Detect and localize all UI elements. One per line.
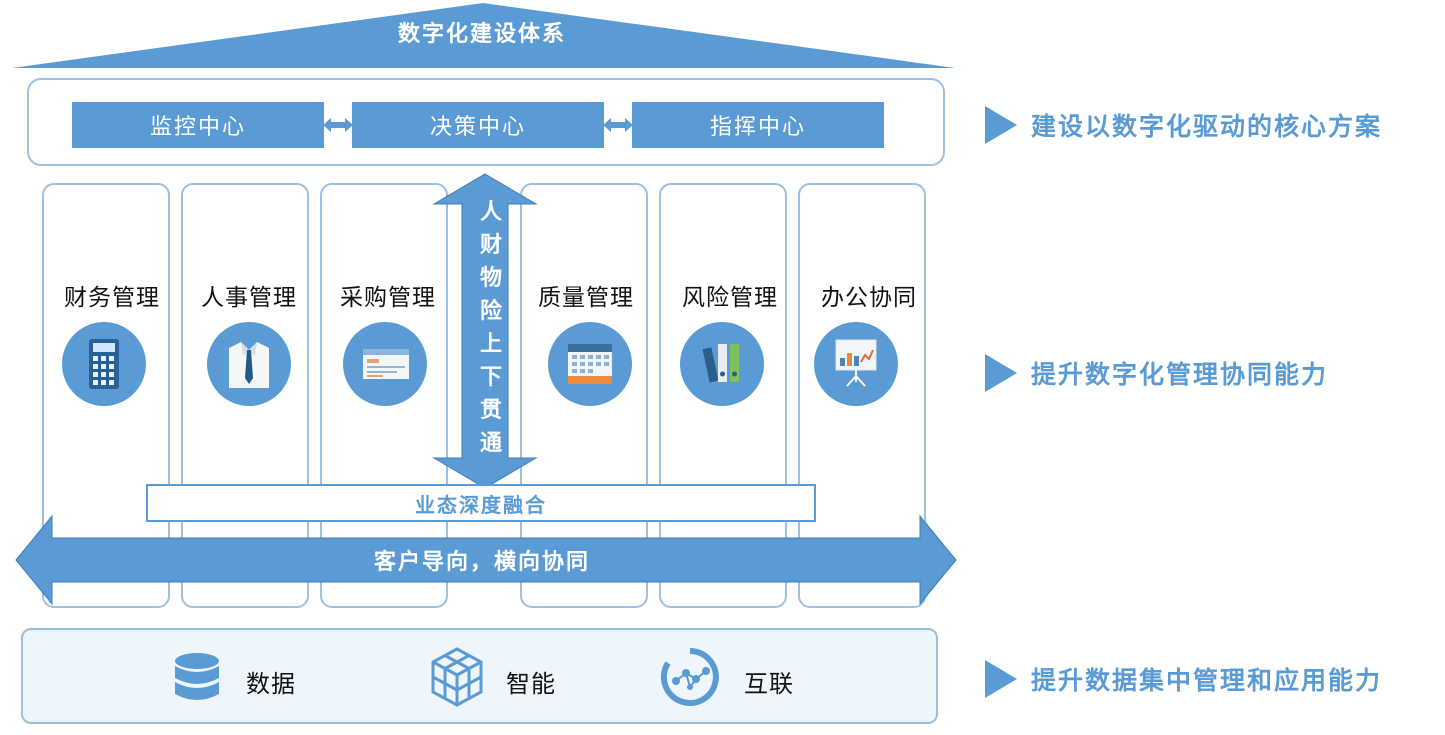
triangle-bullet-icon (985, 106, 1017, 144)
module-label-quality: 质量管理 (538, 285, 634, 311)
horizontal-arrow-label: 客户导向，横向协同 (373, 549, 590, 575)
vertical-arrow-char: 下 (479, 364, 502, 390)
triangle-bullet-icon (985, 660, 1017, 698)
database-icon (175, 653, 219, 700)
binders-icon (680, 322, 764, 406)
vertical-arrow-char: 物 (479, 265, 502, 291)
base-label-intelligence: 智能 (506, 670, 556, 698)
vertical-arrow-char: 上 (479, 331, 502, 357)
fusion-bar: 业态深度融合 (146, 484, 816, 522)
side-point-text: 建设以数字化驱动的核心方案 (1031, 112, 1383, 141)
module-label-risk: 风险管理 (682, 285, 778, 311)
base-label-interconnect: 互联 (744, 670, 794, 698)
vertical-arrow-char: 人 (479, 199, 502, 225)
decision-center: 决策中心 (352, 102, 604, 148)
roof (12, 3, 955, 68)
vertical-arrow-char: 通 (479, 430, 502, 456)
module-label-office: 办公协同 (821, 285, 917, 311)
calculator-icon (62, 322, 146, 406)
network-icon (660, 648, 719, 706)
side-point-text: 提升数据集中管理和应用能力 (1031, 666, 1383, 695)
monitoring-center: 监控中心 (72, 102, 324, 148)
invoice-icon (343, 322, 427, 406)
diagram-title: 数字化建设体系 (397, 21, 566, 47)
side-point-text: 提升数字化管理协同能力 (1031, 360, 1329, 389)
double-arrow-icon (603, 118, 633, 132)
presentation-board-icon (814, 322, 898, 406)
calendar-icon (548, 322, 632, 406)
shirt-tie-icon (207, 322, 291, 406)
command-center: 指挥中心 (632, 102, 884, 148)
module-label-hr: 人事管理 (201, 285, 297, 311)
triangle-bullet-icon (985, 354, 1017, 392)
module-label-procurement: 采购管理 (340, 285, 436, 311)
side-point-3: 提升数据集中管理和应用能力 (985, 660, 1382, 698)
vertical-arrow-char: 险 (479, 298, 502, 324)
double-arrow-icon (323, 118, 353, 132)
cube-grid-icon (431, 647, 483, 707)
side-point-2: 提升数字化管理协同能力 (985, 354, 1328, 392)
side-point-1: 建设以数字化驱动的核心方案 (985, 106, 1382, 144)
horizontal-double-arrow (15, 514, 957, 606)
module-label-finance: 财务管理 (64, 285, 160, 311)
vertical-arrow-label: 人财物险上下贯通 (472, 196, 510, 460)
vertical-arrow-char: 贯 (479, 397, 502, 423)
base-label-data: 数据 (246, 670, 296, 698)
vertical-arrow-char: 财 (479, 232, 502, 258)
